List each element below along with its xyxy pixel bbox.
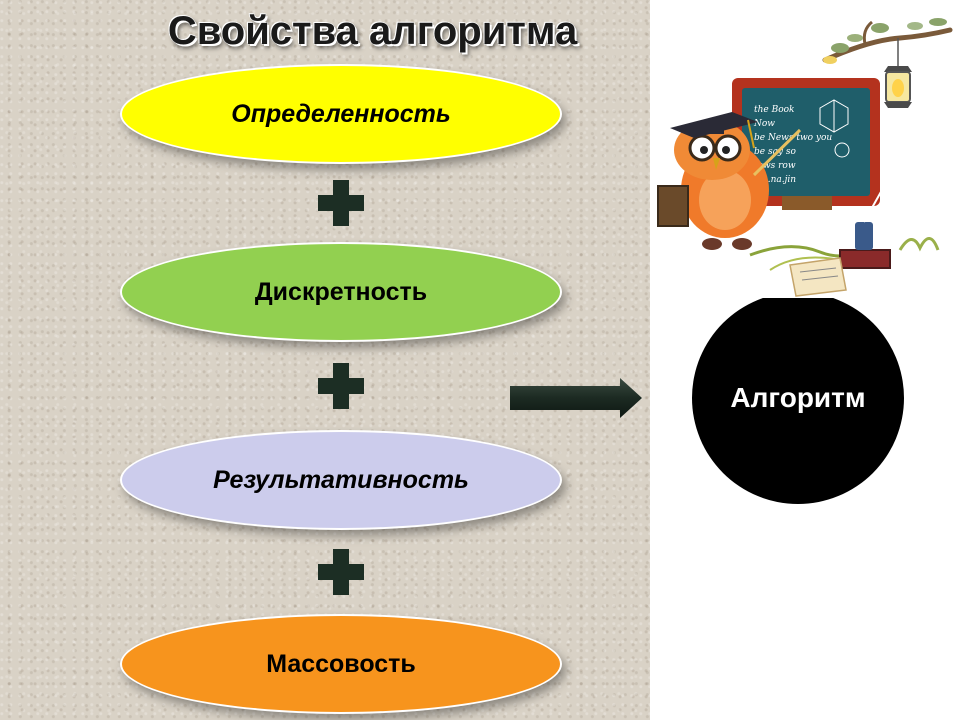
svg-text:tews row: tews row	[754, 161, 796, 171]
owl-teacher-illustration: the Book Now be News two you be say so t…	[650, 0, 960, 298]
svg-text:be say so: be say so	[754, 147, 796, 157]
property-label: Дискретность	[254, 277, 428, 306]
plus-icon	[318, 180, 364, 226]
right-arrow-icon	[510, 378, 642, 418]
algorithm-circle: Алгоритм	[692, 292, 904, 504]
property-mass-character: Массовость	[120, 614, 562, 714]
property-label: Массовость	[266, 649, 416, 678]
chalkboard-icon: the Book Now be News two you be say so t…	[732, 78, 880, 210]
branch-icon	[822, 18, 953, 64]
algorithm-label: Алгоритм	[730, 382, 866, 413]
property-label: Результативность	[213, 465, 469, 494]
books-and-scroll-icon	[749, 189, 940, 297]
plus-icon	[318, 363, 364, 409]
property-discreteness: Дискретность	[120, 242, 562, 342]
property-determinacy: Определенность	[120, 64, 562, 164]
property-label: Определенность	[231, 99, 451, 128]
svg-text:vin.na.jin: vin.na.jin	[754, 175, 796, 185]
lantern-icon	[884, 38, 912, 108]
slide-title: Свойства алгоритма	[167, 8, 578, 53]
owl-icon	[657, 112, 802, 250]
svg-text:Now: Now	[753, 119, 775, 129]
svg-text:the Book: the Book	[754, 105, 795, 115]
property-effectiveness: Результативность	[120, 430, 562, 530]
plus-icon	[318, 549, 364, 595]
